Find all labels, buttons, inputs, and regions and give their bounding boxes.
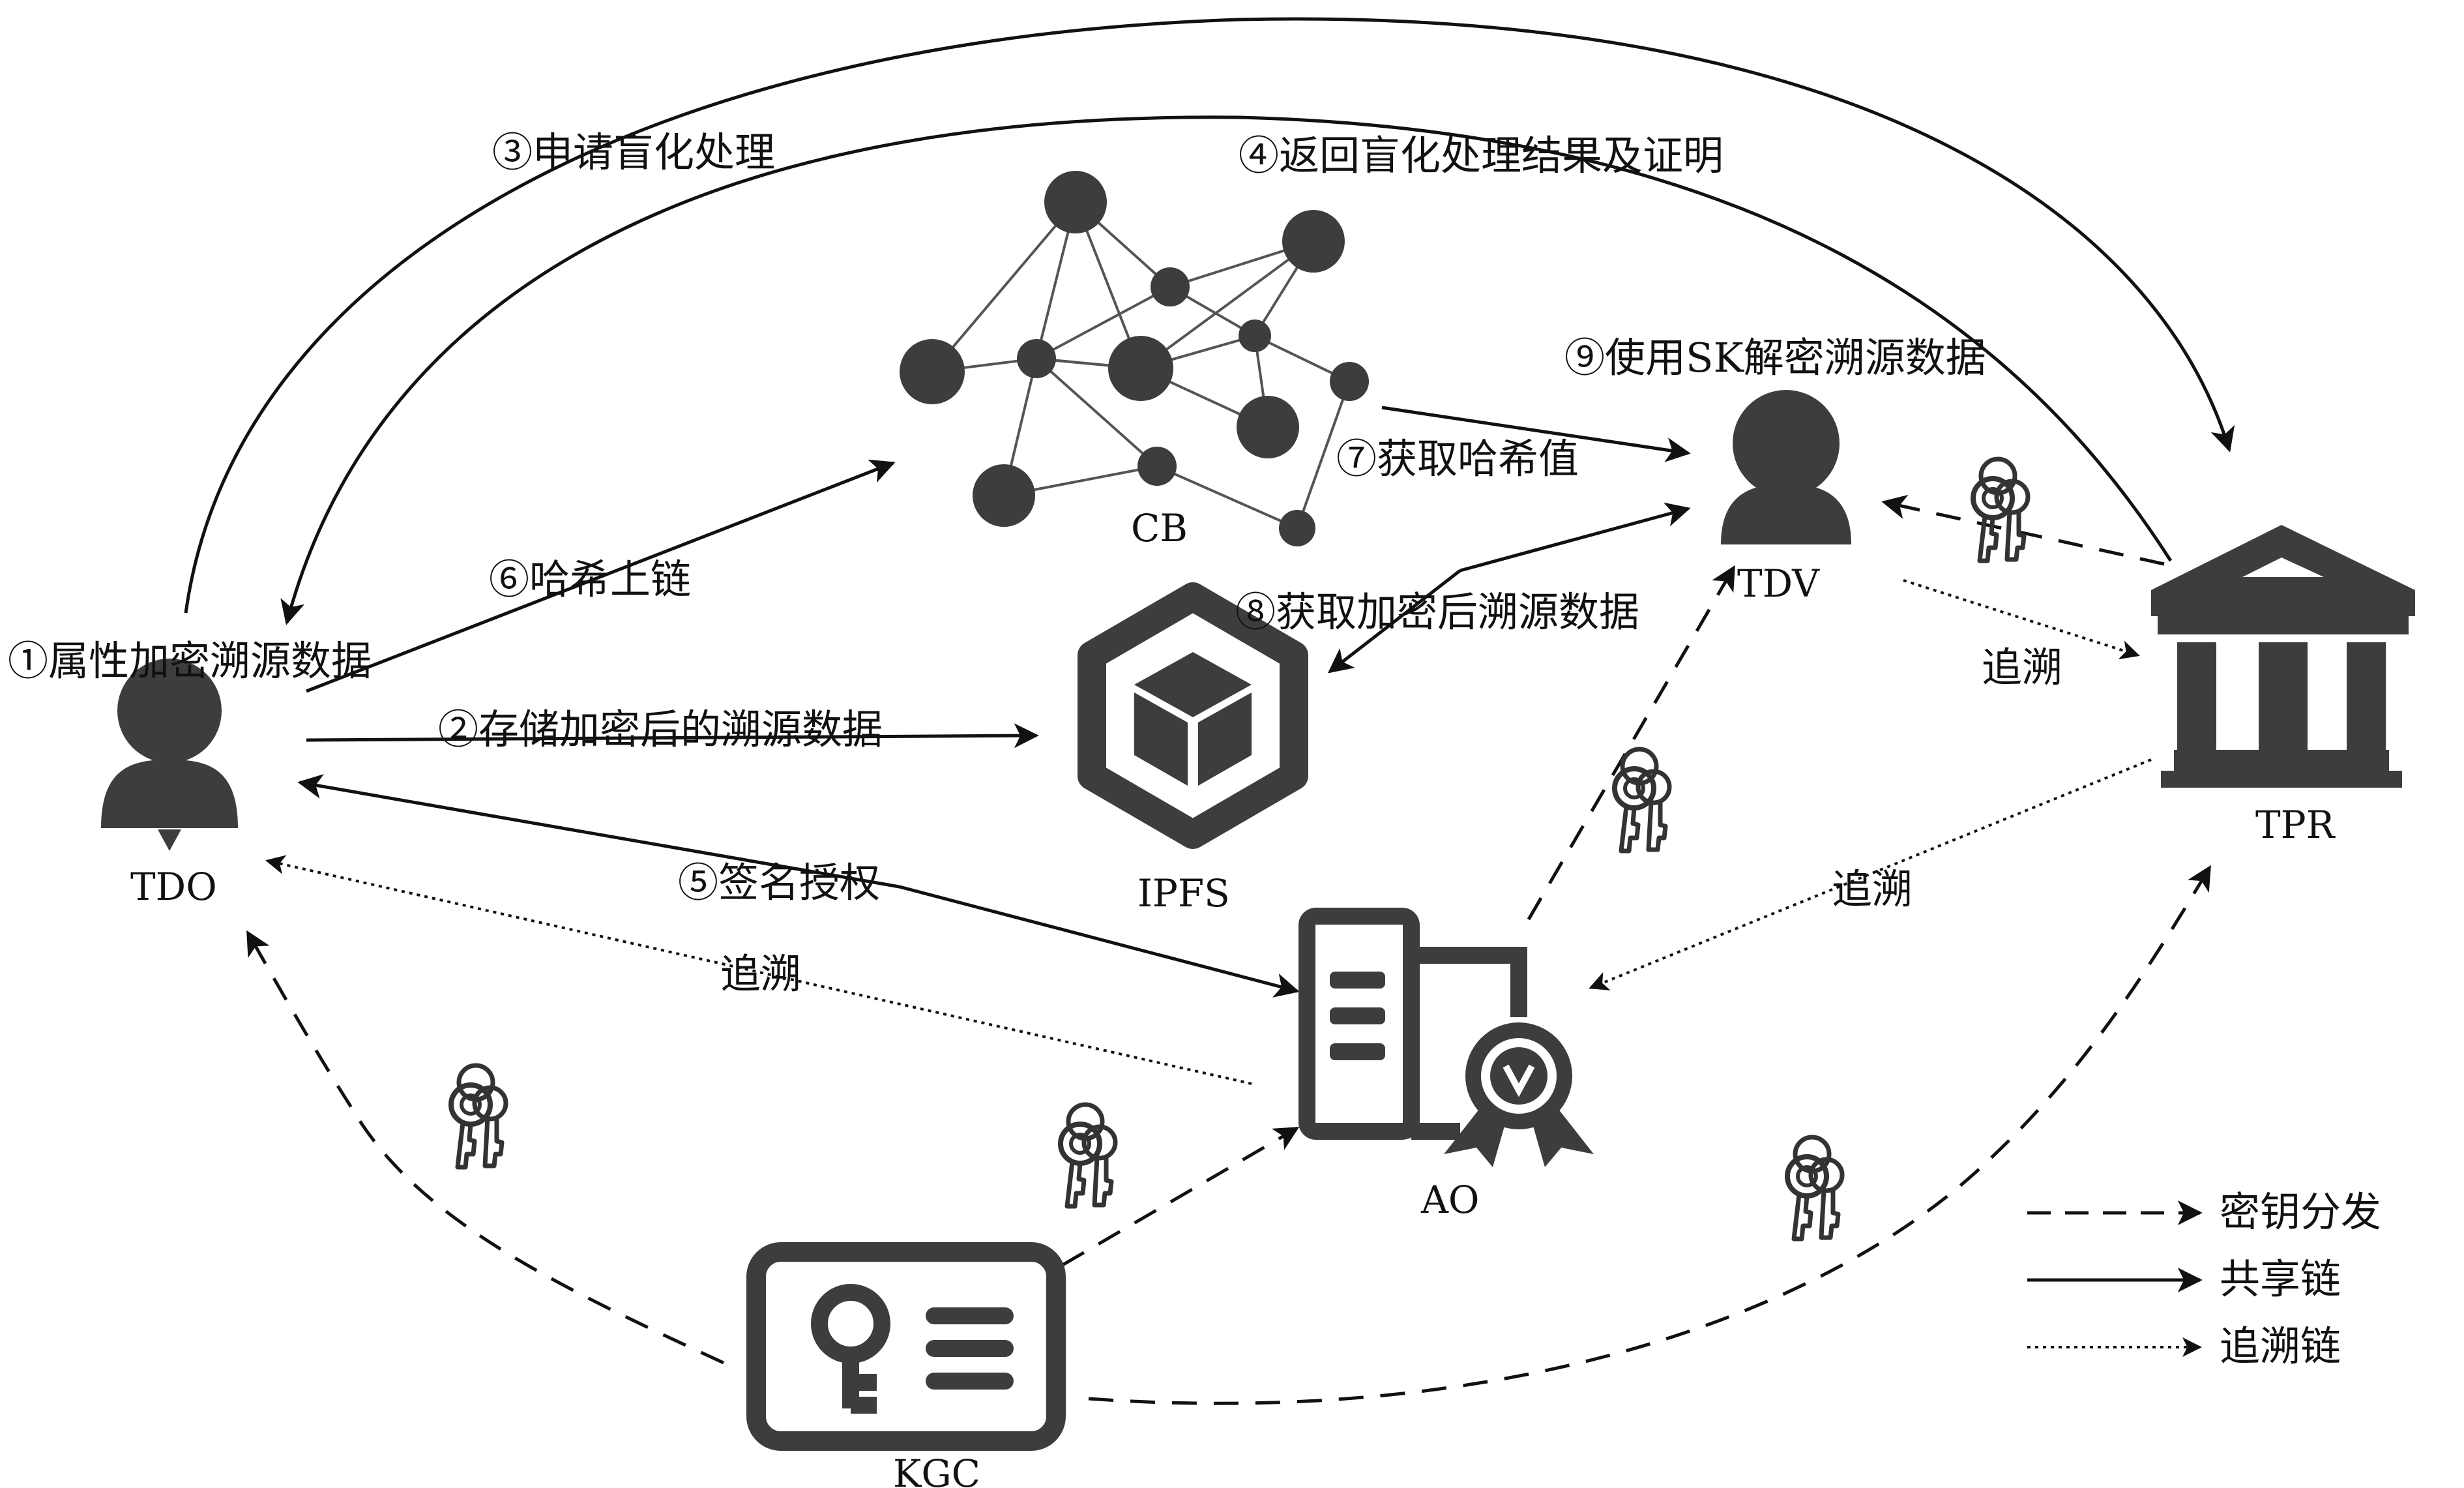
edge-trace-tdv-tpr	[1903, 579, 2140, 660]
key-icon	[1615, 749, 1669, 851]
trace-label-ao-tdo: 追溯	[720, 950, 801, 998]
node-label-tdo: TDO	[130, 865, 217, 909]
edge-key-kgc-ao	[1061, 1126, 1300, 1267]
step-6-label: ⑥哈希上链	[489, 556, 691, 603]
step-8-label: ⑧获取加密后溯源数据	[1235, 588, 1639, 636]
legend-key-distribution-label: 密钥分发	[2220, 1188, 2381, 1236]
tpr-institution-icon	[2151, 525, 2415, 788]
edge-signature-authorization-2	[899, 885, 1300, 998]
step-1-label: ①属性加密溯源数据	[8, 637, 372, 685]
kgc-key-card-icon	[746, 1242, 1066, 1451]
legend-share-chain-label: 共享链	[2220, 1255, 2341, 1303]
edge-key-kgc-tpr	[1088, 865, 2212, 1405]
ao-server-certificate-icon	[1298, 908, 1594, 1167]
edge-get-encrypted-data	[1459, 502, 1691, 573]
blockchain-network-icon	[900, 171, 1369, 546]
edge-signature-authorization	[297, 774, 900, 889]
key-icon	[451, 1065, 506, 1167]
edge-apply-blinding	[184, 17, 2235, 614]
edge-get-encrypted-data-2	[1327, 569, 1461, 674]
edge-key-tpr-tdv	[1881, 494, 2165, 566]
tdv-user-icon	[1721, 390, 1851, 544]
key-icon	[1973, 459, 2028, 561]
tdo-user-icon	[101, 659, 238, 851]
edge-key-kgc-tdo	[246, 930, 725, 1365]
node-label-ao: AO	[1420, 1178, 1479, 1222]
node-label-ipfs: IPFS	[1137, 871, 1230, 915]
step-7-label: ⑦获取哈希值	[1336, 435, 1579, 483]
legend-trace-chain-label: 追溯链	[2220, 1322, 2341, 1370]
edge-key-ao-tdv	[1527, 565, 1736, 921]
step-9-label: ⑨使用SK解密溯源数据	[1564, 334, 1986, 381]
ipfs-hexagon-icon	[1078, 582, 1308, 849]
step-5-label: ⑤签名授权	[678, 859, 880, 906]
step-2-label: ②存储加密后的溯源数据	[438, 706, 883, 753]
edge-store-encrypted	[306, 723, 1039, 749]
node-label-cb: CB	[1131, 506, 1188, 550]
key-icon	[1787, 1137, 1842, 1239]
legend: 密钥分发 共享链 追溯链	[2027, 1188, 2381, 1370]
key-icon	[1061, 1105, 1115, 1206]
node-label-tpr: TPR	[2255, 803, 2336, 847]
step-3-label: ③申请盲化处理	[492, 128, 775, 176]
edge-get-hash	[1381, 406, 1691, 462]
edge-hash-on-chain	[306, 459, 896, 693]
trace-label-tdv-tpr: 追溯	[1982, 644, 2062, 691]
node-label-kgc: KGC	[893, 1451, 980, 1488]
step-4-label: ④返回盲化处理结果及证明	[1239, 132, 1723, 179]
trace-label-tpr-ao: 追溯	[1832, 865, 1913, 913]
node-label-tdv: TDV	[1737, 561, 1820, 606]
edge-return-blinding-result	[280, 115, 2173, 625]
